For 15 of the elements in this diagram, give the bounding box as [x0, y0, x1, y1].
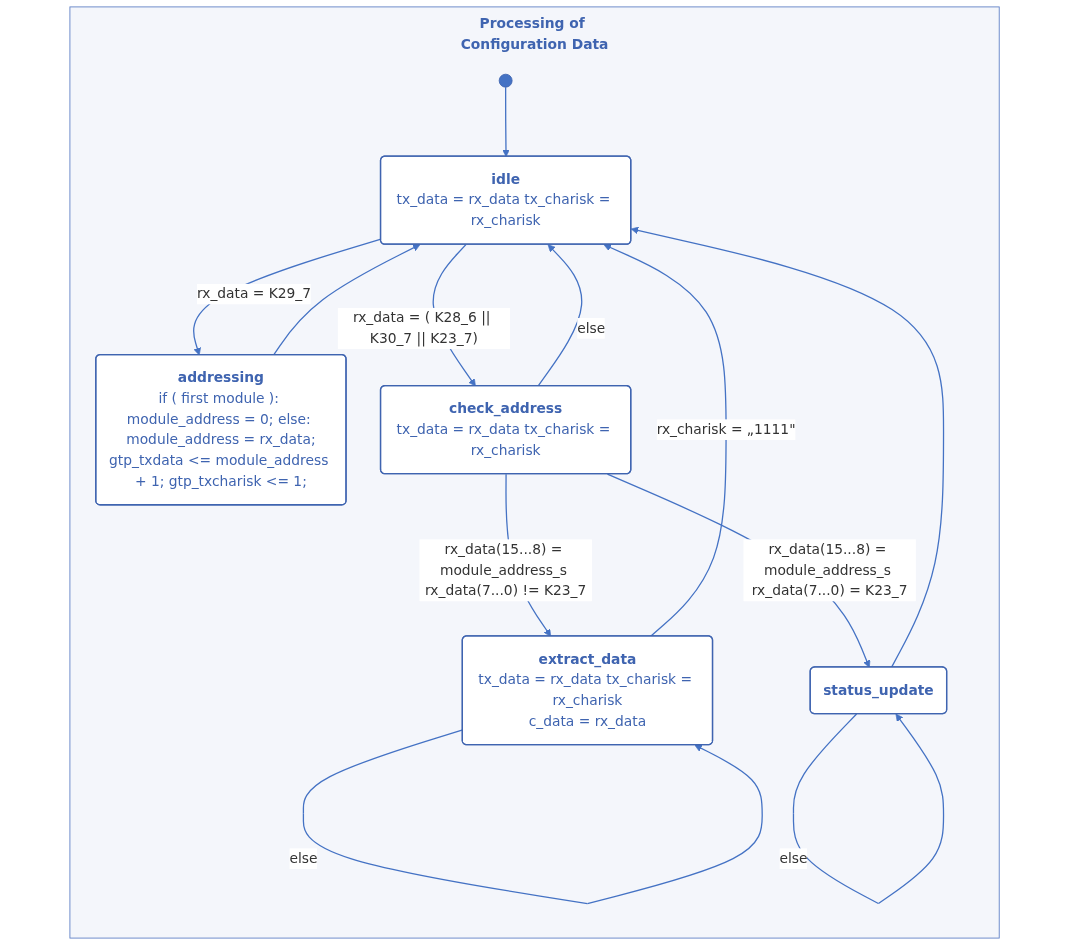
arrow [502, 86, 511, 157]
arrow [793, 713, 945, 905]
edge-label: rx_data = ( K28_6 || K30_7 || K23_7) [353, 309, 491, 347]
node-circle [499, 73, 513, 88]
edge-label: else [289, 849, 318, 867]
arrow [603, 243, 728, 637]
edge-label: rx_data(15...8) = module_address_s rx_data(7...0) = K23_7 [752, 541, 908, 599]
edge-label: else [577, 319, 606, 337]
arrow [537, 244, 583, 387]
arrow [273, 244, 421, 356]
edge-label: else [779, 849, 808, 867]
edge-label: rx_charisk = „1111" [657, 421, 796, 438]
edge-label: rx_data(15...8) = module_address_s rx_data(7...0) != K23_7 [425, 541, 587, 599]
arrow [303, 729, 764, 905]
edge-label: rx_data = K29_7 [197, 285, 312, 302]
